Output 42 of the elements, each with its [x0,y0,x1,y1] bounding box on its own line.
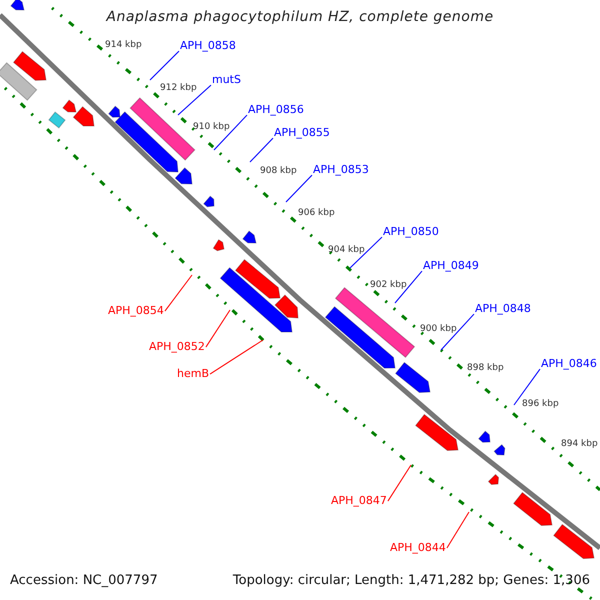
scale-label: 912 kbp [160,84,197,94]
leader-line [178,84,212,116]
leader-line [210,340,264,375]
scale-label: 902 kbp [370,281,407,291]
gene-label: APH_0848 [475,303,531,316]
leader-line [394,270,422,304]
gene-label: mutS [212,74,241,86]
gene-label: APH_0858 [180,40,236,52]
leader-line [387,464,412,502]
scale-label: 900 kbp [420,325,457,335]
leader-line [164,274,192,312]
scale-label: 898 kbp [467,364,504,374]
scale-label: 908 kbp [260,167,297,177]
title: Anaplasma phagocytophilum HZ, complete genome [104,10,495,26]
leader-line [514,368,540,406]
gene-label: APH_0856 [248,104,304,116]
gene-label: APH_0844 [390,542,446,554]
gene-label: APH_0846 [541,358,597,370]
scale-label: 914 kbp [105,41,142,51]
gene-label: APH_0850 [383,226,439,238]
leader-line [150,50,180,80]
leader-line [440,314,474,350]
scale-label: 896 kbp [522,400,559,410]
gene-label: APH_0854 [108,305,164,318]
scale-label: 906 kbp [298,209,335,219]
gene-label: APH_0849 [423,260,479,272]
scale-label: 894 kbp [561,440,598,450]
leader-line [214,114,248,150]
leader-line [205,310,230,348]
gene-label: APH_0847 [331,495,387,508]
scale-label: 910 kbp [193,123,230,133]
footer-text: Accession: NC_007797 [10,574,158,588]
leader-line [350,236,382,268]
gene-label: APH_0852 [149,341,205,354]
gene-label: APH_0853 [313,164,369,176]
gene-label: hemB [177,368,210,380]
footer-text: Topology: circular; Length: 1,471,282 bp; Genes: 1,306 [232,574,590,588]
leader-line [286,174,312,202]
scale-label: 904 kbp [328,246,365,256]
gene-label: APH_0855 [274,127,330,140]
leader-line [446,512,470,549]
leader-line [250,138,274,162]
